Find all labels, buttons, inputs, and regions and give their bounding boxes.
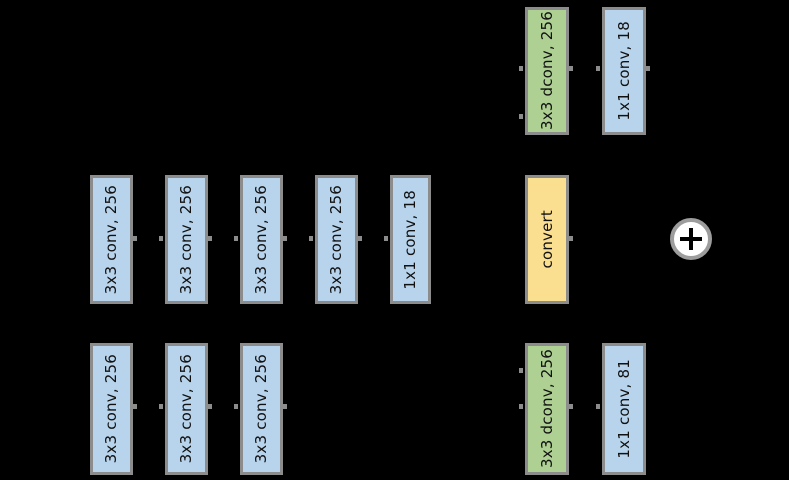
- connector-nub: [519, 404, 523, 409]
- connector-nub: [133, 236, 137, 241]
- connector-nub: [208, 236, 212, 241]
- node-label: convert: [537, 210, 556, 269]
- connector-nub: [384, 236, 388, 241]
- node-1x1-conv-18-mid[interactable]: 1x1 conv, 18: [390, 175, 431, 304]
- connector-nub: [159, 404, 163, 409]
- connector-nub: [569, 236, 573, 241]
- plus-vertical-bar: [689, 228, 693, 250]
- connector-nub: [283, 236, 287, 241]
- connector-nub: [596, 66, 600, 71]
- connector-nub: [234, 236, 238, 241]
- connector-nub: [234, 404, 238, 409]
- connector-nub: [569, 404, 573, 409]
- node-3x3-conv-256-mid-2[interactable]: 3x3 conv, 256: [165, 175, 208, 304]
- node-label: 3x3 dconv, 256: [537, 349, 556, 469]
- node-3x3-conv-256-bot-1[interactable]: 3x3 conv, 256: [90, 343, 133, 475]
- node-3x3-conv-256-mid-3[interactable]: 3x3 conv, 256: [240, 175, 283, 304]
- node-3x3-dconv-256-bot[interactable]: 3x3 dconv, 256: [525, 343, 569, 475]
- connector-nub: [569, 66, 573, 71]
- node-3x3-conv-256-mid-4[interactable]: 3x3 conv, 256: [315, 175, 358, 304]
- node-3x3-conv-256-mid-1[interactable]: 3x3 conv, 256: [90, 175, 133, 304]
- node-3x3-conv-256-bot-2[interactable]: 3x3 conv, 256: [165, 343, 208, 475]
- node-3x3-conv-256-bot-3[interactable]: 3x3 conv, 256: [240, 343, 283, 475]
- node-convert[interactable]: convert: [525, 175, 569, 304]
- node-1x1-conv-18-top[interactable]: 1x1 conv, 18: [602, 7, 646, 135]
- connector-nub: [519, 368, 523, 373]
- connector-nub: [519, 114, 523, 119]
- node-label: 3x3 conv, 256: [102, 354, 120, 464]
- node-label: 3x3 dconv, 256: [537, 11, 556, 131]
- connector-nub: [358, 236, 362, 241]
- node-label: 1x1 conv, 18: [614, 21, 633, 121]
- node-label: 1x1 conv, 81: [614, 359, 633, 459]
- node-label: 1x1 conv, 18: [401, 189, 419, 290]
- connector-nub: [208, 404, 212, 409]
- connector-nub: [519, 66, 523, 71]
- node-3x3-dconv-256-top[interactable]: 3x3 dconv, 256: [525, 7, 569, 135]
- connector-nub: [283, 404, 287, 409]
- connector-nub: [159, 236, 163, 241]
- node-label: 3x3 conv, 256: [252, 354, 270, 464]
- node-1x1-conv-81-bot[interactable]: 1x1 conv, 81: [602, 343, 646, 475]
- connector-nub: [596, 404, 600, 409]
- connector-nub: [133, 404, 137, 409]
- node-label: 3x3 conv, 256: [177, 184, 195, 295]
- connector-nub: [646, 66, 650, 71]
- connector-nub: [309, 236, 313, 241]
- node-label: 3x3 conv, 256: [252, 184, 270, 295]
- node-label: 3x3 conv, 256: [102, 184, 120, 295]
- node-label: 3x3 conv, 256: [327, 184, 345, 295]
- sum-operator-plus-icon[interactable]: [670, 218, 712, 260]
- node-label: 3x3 conv, 256: [177, 354, 195, 464]
